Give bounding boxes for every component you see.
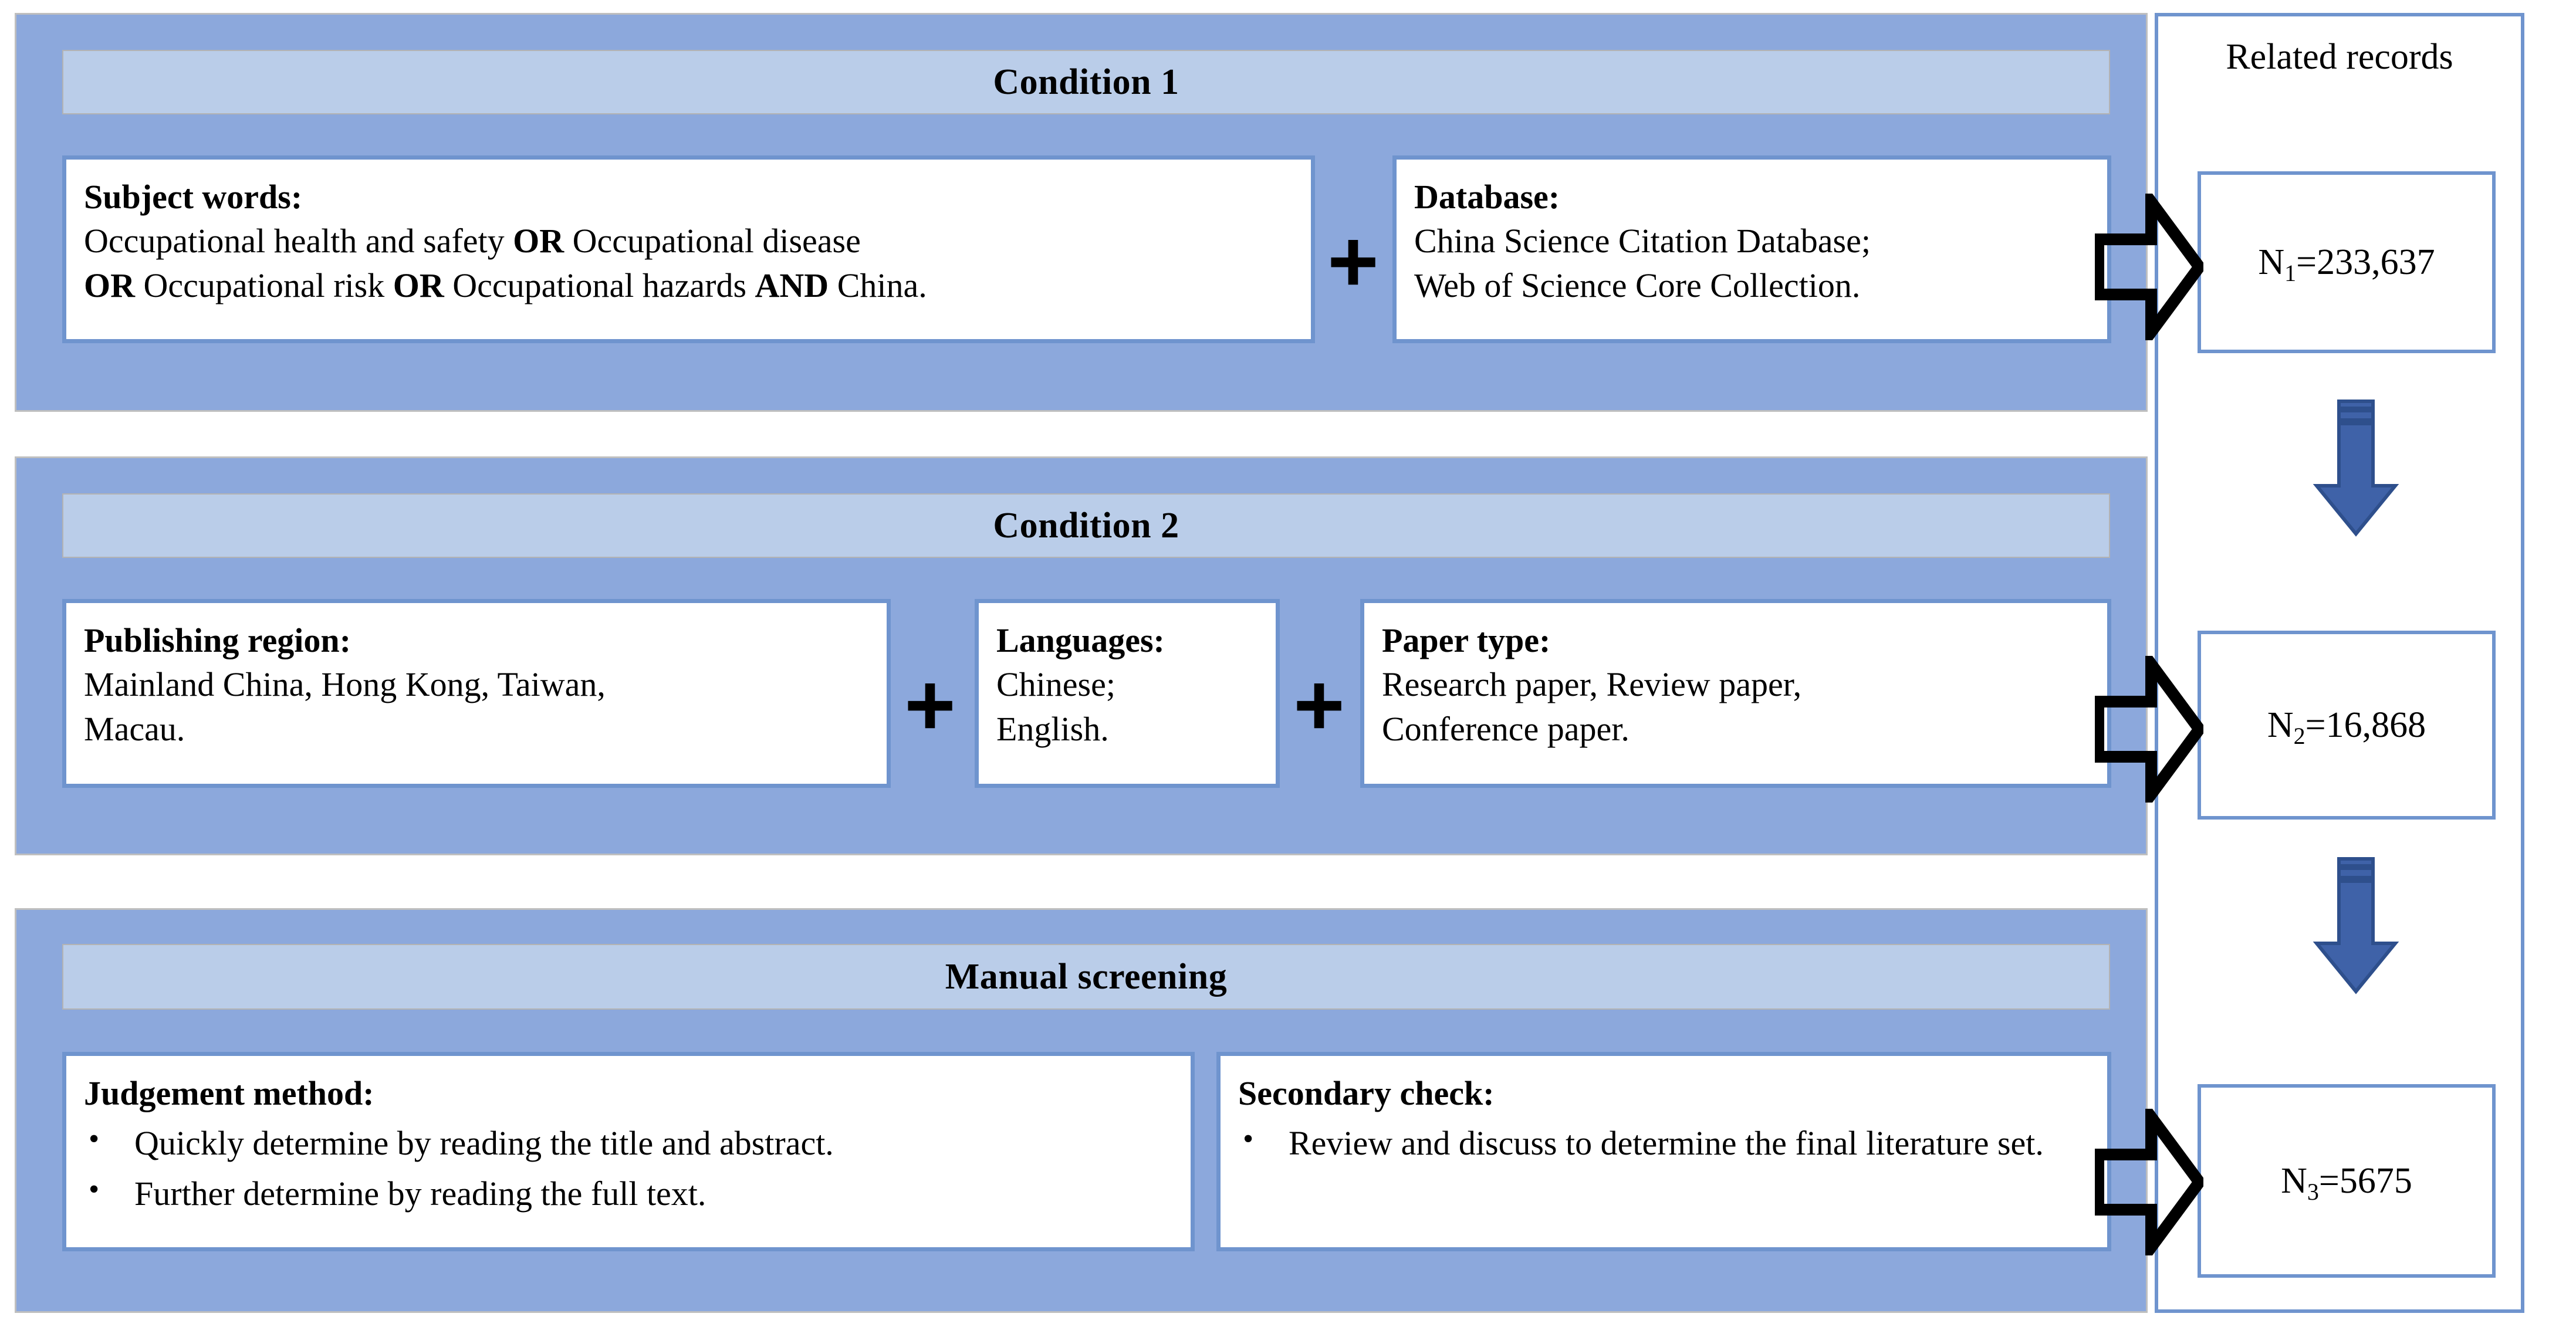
result-box-n1: N1=233,637 — [2198, 171, 2496, 353]
section-header-condition-2: Condition 2 — [62, 493, 2110, 558]
section-panel-manual-screening: Manual screening Judgement method: •Quic… — [15, 908, 2148, 1313]
result-subscript: 3 — [2307, 1178, 2319, 1205]
card-heading: Paper type: — [1382, 621, 1551, 659]
card-database: Database: China Science Citation Databas… — [1392, 155, 2111, 343]
section-panel-condition-1: Condition 1 Subject words: Occupational … — [15, 13, 2148, 412]
plus-icon-1: + — [1327, 212, 1379, 310]
result-value-n3: N3=5675 — [2281, 1160, 2412, 1205]
card-line: OR Occupational risk OR Occupational haz… — [84, 266, 927, 304]
card-heading: Publishing region: — [84, 621, 351, 659]
section-title: Condition 2 — [993, 505, 1179, 546]
down-arrow-icon-1 — [2313, 400, 2399, 537]
list-item: •Further determine by reading the full t… — [84, 1172, 1173, 1216]
card-line: Conference paper. — [1382, 709, 1630, 748]
bullet-icon: • — [89, 1122, 100, 1156]
card-languages: Languages: Chinese; English. — [975, 599, 1280, 788]
section-panel-condition-2: Condition 2 Publishing region: Mainland … — [15, 456, 2148, 855]
card-line: Chinese; — [996, 665, 1115, 704]
card-secondary-check: Secondary check: •Review and discuss to … — [1216, 1052, 2111, 1251]
card-judgement-method: Judgement method: •Quickly determine by … — [62, 1052, 1195, 1251]
card-publishing-region: Publishing region: Mainland China, Hong … — [62, 599, 891, 788]
result-value-n2: N2=16,868 — [2267, 705, 2426, 749]
card-line: English. — [996, 709, 1109, 748]
section-title: Condition 1 — [993, 62, 1179, 102]
card-paper-type: Paper type: Research paper, Review paper… — [1360, 599, 2111, 788]
card-heading: Subject words: — [84, 178, 303, 216]
results-title: Related records — [2226, 37, 2453, 77]
section-header-condition-1: Condition 1 — [62, 50, 2110, 114]
card-line: China Science Citation Database; — [1414, 222, 1871, 260]
result-box-n2: N2=16,868 — [2198, 631, 2496, 820]
block-arrow-right-icon-1 — [2095, 194, 2203, 340]
card-heading: Secondary check: — [1238, 1074, 1495, 1112]
card-heading: Database: — [1414, 178, 1560, 216]
bullet-list: •Quickly determine by reading the title … — [84, 1121, 1173, 1216]
card-line: Web of Science Core Collection. — [1414, 266, 1861, 304]
list-item: •Review and discuss to determine the fin… — [1238, 1121, 2090, 1165]
result-subscript: 1 — [2284, 259, 2297, 286]
section-title: Manual screening — [945, 956, 1228, 997]
card-line: Occupational health and safety OR Occupa… — [84, 222, 861, 260]
card-subject-words: Subject words: Occupational health and s… — [62, 155, 1315, 343]
card-line: Mainland China, Hong Kong, Taiwan, — [84, 665, 606, 704]
result-subscript: 2 — [2293, 722, 2305, 749]
plus-icon-2: + — [904, 655, 956, 754]
card-line: Research paper, Review paper, — [1382, 665, 1802, 704]
card-heading: Judgement method: — [84, 1074, 374, 1112]
section-header-manual-screening: Manual screening — [62, 944, 2110, 1010]
result-value-n1: N1=233,637 — [2258, 242, 2435, 286]
result-box-n3: N3=5675 — [2198, 1084, 2496, 1278]
list-item: •Quickly determine by reading the title … — [84, 1121, 1173, 1165]
card-line: Macau. — [84, 709, 185, 748]
card-heading: Languages: — [996, 621, 1165, 659]
bullet-icon: • — [1243, 1122, 1254, 1156]
down-arrow-icon-2 — [2313, 857, 2399, 994]
bullet-list: •Review and discuss to determine the fin… — [1238, 1121, 2090, 1165]
bullet-icon: • — [89, 1172, 100, 1206]
plus-icon-3: + — [1293, 655, 1345, 754]
block-arrow-right-icon-2 — [2095, 656, 2203, 803]
block-arrow-right-icon-3 — [2095, 1109, 2203, 1255]
